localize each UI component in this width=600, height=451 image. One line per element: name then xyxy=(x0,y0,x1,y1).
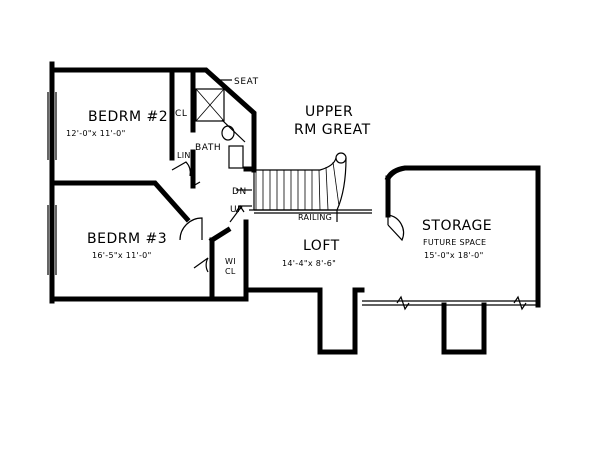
railing-label: RAILING xyxy=(298,213,332,222)
doors xyxy=(171,161,405,273)
upper-great-room-line1: UPPER xyxy=(305,104,353,120)
bedroom3-name: BEDRM #3 xyxy=(87,231,167,247)
vanity xyxy=(228,145,244,169)
toilet xyxy=(221,125,235,141)
closet-label: CL xyxy=(175,109,188,119)
storage-boundary xyxy=(362,215,538,311)
bath-fixtures xyxy=(195,88,246,169)
bedroom2-name: BEDRM #2 xyxy=(88,109,168,125)
walkin-closet-label-1: WI xyxy=(225,257,236,266)
loft-name: LOFT xyxy=(303,238,340,254)
up-label: UP xyxy=(230,205,243,215)
bedroom3-size: 16'-5"x 11'-0" xyxy=(92,251,152,260)
storage-name: STORAGE xyxy=(422,218,492,234)
storage-size: 15'-0"x 18'-0" xyxy=(424,251,484,260)
shower xyxy=(195,88,225,122)
bedroom2-size: 12'-0"x 11'-0" xyxy=(66,129,126,138)
railing xyxy=(254,209,372,222)
loft-size: 14'-4"x 8'-6" xyxy=(282,259,336,268)
bath-label: BATH xyxy=(195,143,221,153)
seat-label: SEAT xyxy=(234,77,259,87)
down-label: DN xyxy=(232,187,247,197)
walls xyxy=(49,61,541,355)
upper-great-room-line2: RM GREAT xyxy=(294,122,371,138)
windows xyxy=(47,92,57,275)
staircase xyxy=(235,152,347,213)
storage-note: FUTURE SPACE xyxy=(423,238,486,247)
linen-label: LIN xyxy=(177,151,191,160)
walkin-closet-label-2: CL xyxy=(225,267,236,276)
